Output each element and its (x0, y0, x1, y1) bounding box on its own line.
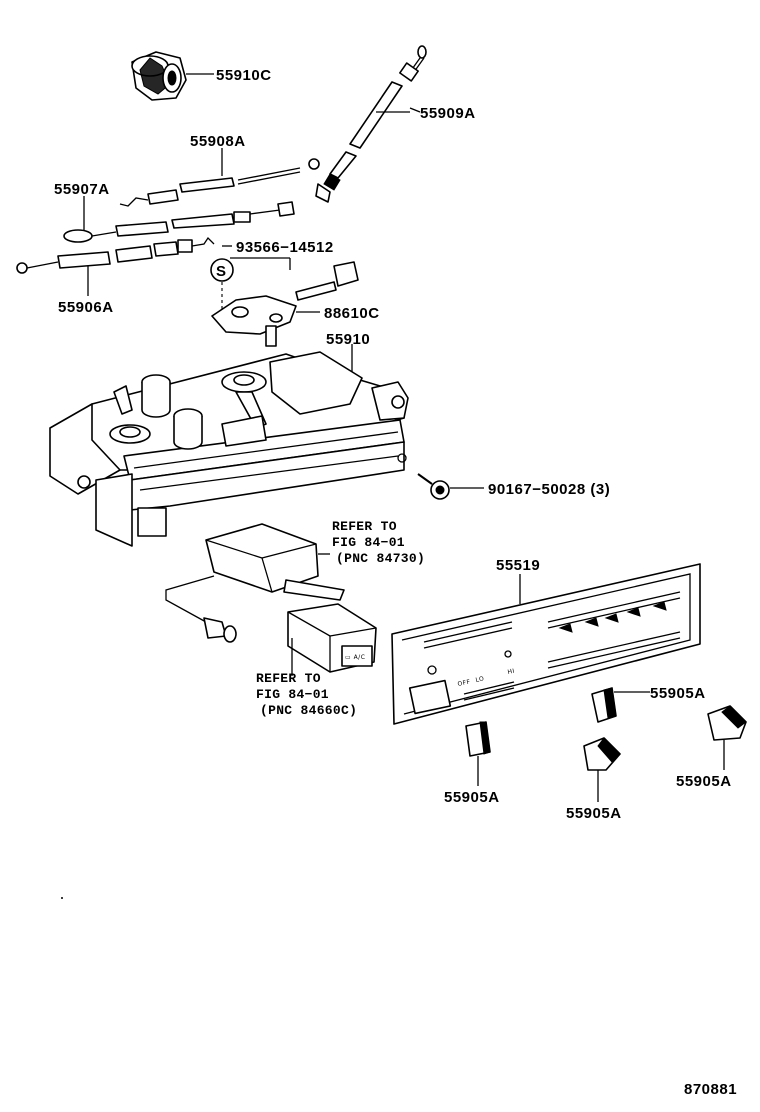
lever-88610c-part (211, 261, 359, 347)
callout-90167: 90167−50028 (3) (488, 481, 610, 498)
callout-55905a-4: 55905A (676, 773, 732, 790)
refer-upper-line2: FIG 84−01 (332, 535, 405, 550)
callout-55906a: 55906A (58, 299, 114, 316)
callout-55519: 55519 (496, 557, 540, 574)
knob-55905a-part-3 (583, 737, 621, 802)
panel-hi-mark: HI (507, 668, 516, 676)
referred-part-84660c: ▭ A/C (287, 603, 377, 676)
callout-55909a: 55909A (420, 105, 476, 122)
s-mark-circle (210, 258, 234, 282)
callout-55910c: 55910C (216, 67, 272, 84)
s-mark-label: S (216, 263, 227, 280)
refer-lower-line1: REFER TO (256, 671, 321, 686)
callout-93566: 93566−14512 (236, 239, 334, 256)
screw-90167-part (417, 473, 484, 500)
panel-lo-mark: LO (475, 675, 485, 684)
callout-55910: 55910 (326, 331, 370, 348)
refer-lower-line3: (PNC 84660C) (260, 703, 357, 718)
panel-off-mark: OFF (457, 678, 471, 688)
cable-55907a-part (63, 196, 295, 243)
callout-55905a-1: 55905A (650, 685, 706, 702)
callout-55905a-2: 55905A (444, 789, 500, 806)
stray-dot (61, 897, 63, 899)
cable-55906a-part (16, 236, 215, 296)
cable-55908a-part (119, 148, 320, 207)
figure-number: 870881 (684, 1081, 737, 1098)
ac-button-label: ▭ A/C (345, 654, 365, 661)
refer-lower-line2: FIG 84−01 (256, 687, 329, 702)
control-panel-55519-part: OFF LO HI (391, 563, 701, 725)
knob-55905a-part-2 (465, 721, 491, 786)
referred-part-84730 (165, 523, 345, 643)
callout-55907a: 55907A (54, 181, 110, 198)
callout-88610c: 88610C (324, 305, 380, 322)
knob-55910c-part (131, 51, 214, 101)
cable-55909a-part (315, 45, 427, 203)
callout-55908a: 55908A (190, 133, 246, 150)
callout-55905a-3: 55905A (566, 805, 622, 822)
knob-55905a-part-4 (707, 705, 747, 770)
control-assembly-55910-part (49, 344, 409, 547)
refer-upper-line3: (PNC 84730) (336, 551, 425, 566)
knob-55905a-part-1 (591, 687, 650, 723)
refer-upper-line1: REFER TO (332, 519, 397, 534)
